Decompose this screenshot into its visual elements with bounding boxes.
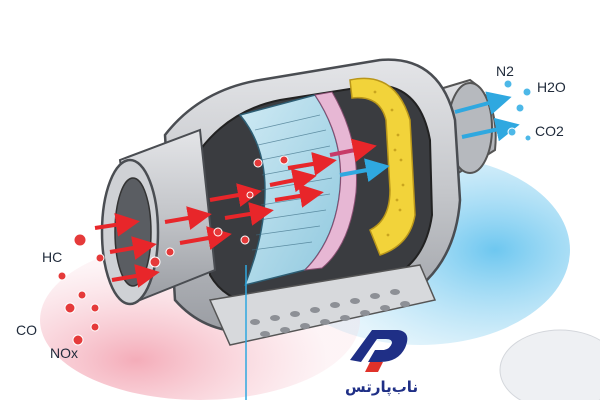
label-hc: HC xyxy=(42,249,62,265)
brand-logo: ناب‌پارتس xyxy=(345,330,418,397)
insulation-mat xyxy=(349,77,416,256)
background-part xyxy=(499,329,600,400)
clean-flow-arrows xyxy=(454,91,520,142)
label-n2: N2 xyxy=(496,63,514,79)
label-h2o: H2O xyxy=(537,79,566,95)
pollutant-molecules xyxy=(57,155,289,346)
label-co: CO xyxy=(16,322,37,338)
clean-molecules xyxy=(503,79,532,142)
pollutant-flow-arrows xyxy=(94,152,337,288)
catalyst-monolith xyxy=(238,91,357,287)
insulation-texture xyxy=(373,90,405,237)
label-co2: CO2 xyxy=(535,123,564,139)
label-nox: NOx xyxy=(50,345,78,361)
logo-text: ناب‌پارتس xyxy=(345,378,418,397)
heat-shield xyxy=(208,264,437,346)
conversion-arrows xyxy=(329,138,390,182)
logo-mark xyxy=(350,330,408,372)
